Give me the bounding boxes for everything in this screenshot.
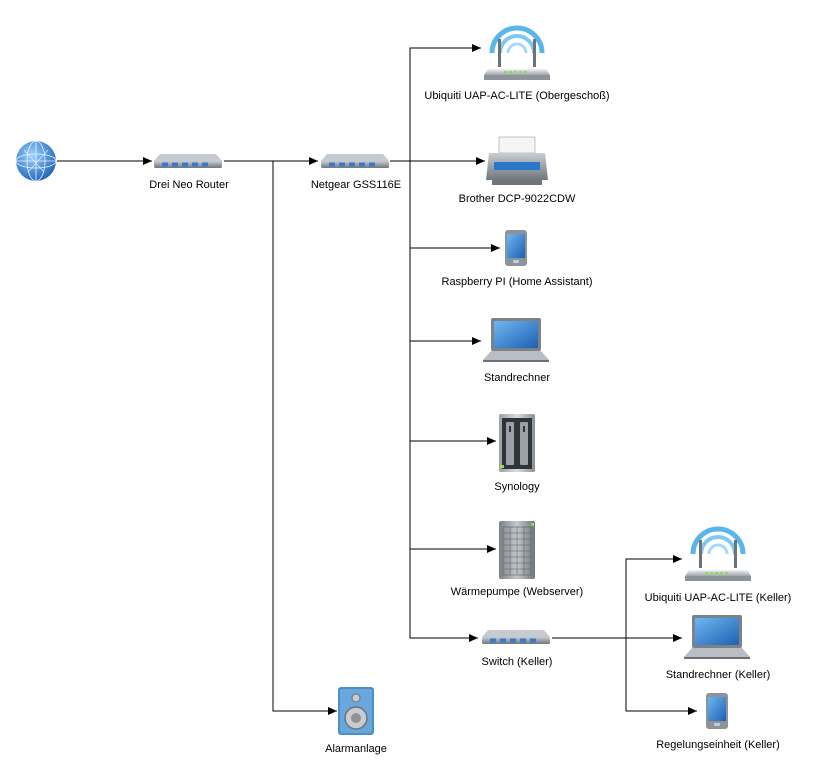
edge-switch-heatpump xyxy=(409,441,496,553)
controller-label: Regelungseinheit (Keller) xyxy=(656,739,780,751)
globe-icon xyxy=(15,140,57,182)
switch-icon xyxy=(321,154,389,168)
ap-basement-node[interactable]: Ubiquiti UAP-AC-LITE (Keller) xyxy=(645,529,792,604)
switch-basement-label: Switch (Keller) xyxy=(482,656,553,668)
printer-node[interactable]: Brother DCP-9022CDW xyxy=(459,136,576,205)
printer-label: Brother DCP-9022CDW xyxy=(459,193,576,205)
router-icon xyxy=(154,154,222,168)
edge-switch-basement xyxy=(409,549,478,642)
alarm-label: Alarmanlage xyxy=(325,743,387,755)
connectors xyxy=(57,44,697,715)
raspberry-label: Raspberry PI (Home Assistant) xyxy=(442,276,593,288)
mobile-device-icon xyxy=(505,230,527,266)
desktop-basement-node[interactable]: Standrechner (Keller) xyxy=(666,615,771,681)
mobile-device-icon xyxy=(706,693,728,729)
controller-node[interactable]: Regelungseinheit (Keller) xyxy=(656,693,780,751)
desktop-basement-label: Standrechner (Keller) xyxy=(666,669,771,681)
desktop-label: Standrechner xyxy=(484,372,550,384)
router-node[interactable]: Drei Neo Router xyxy=(149,154,229,191)
edge-switch-desktop xyxy=(409,248,481,345)
internet-node[interactable] xyxy=(15,140,57,182)
heatpump-label: Wärmepumpe (Webserver) xyxy=(451,586,583,598)
wireless-access-point-icon xyxy=(685,529,751,581)
switch-basement-node[interactable]: Switch (Keller) xyxy=(482,630,553,668)
desktop-node[interactable]: Standrechner xyxy=(483,318,550,384)
edge-basement-controller xyxy=(625,638,697,715)
speaker-icon xyxy=(338,687,374,735)
heatpump-node[interactable]: Wärmepumpe (Webserver) xyxy=(451,521,583,598)
raspberry-node[interactable]: Raspberry PI (Home Assistant) xyxy=(442,230,593,288)
synology-label: Synology xyxy=(494,481,540,493)
ap-basement-label: Ubiquiti UAP-AC-LITE (Keller) xyxy=(645,592,792,604)
edge-switch-synology xyxy=(409,341,496,445)
alarm-node[interactable]: Alarmanlage xyxy=(325,687,387,755)
switch-icon xyxy=(482,630,550,644)
switch-main-node[interactable]: Netgear GSS116E xyxy=(311,154,401,191)
synology-node[interactable]: Synology xyxy=(494,414,540,493)
edge-switch-ap-upper xyxy=(409,44,481,161)
printer-icon xyxy=(486,136,548,185)
router-label: Drei Neo Router xyxy=(149,179,229,191)
switch-main-label: Netgear GSS116E xyxy=(311,179,401,191)
server-icon xyxy=(499,521,535,579)
ap-upper-node[interactable]: Ubiquiti UAP-AC-LITE (Obergeschoß) xyxy=(424,28,610,102)
edge-basement-ap xyxy=(625,555,682,638)
ap-upper-label: Ubiquiti UAP-AC-LITE (Obergeschoß) xyxy=(424,90,609,102)
laptop-icon xyxy=(684,615,750,659)
edge-router-alarm xyxy=(272,161,337,715)
laptop-icon xyxy=(483,318,549,362)
nas-icon xyxy=(499,414,535,472)
wireless-access-point-icon xyxy=(484,28,550,80)
